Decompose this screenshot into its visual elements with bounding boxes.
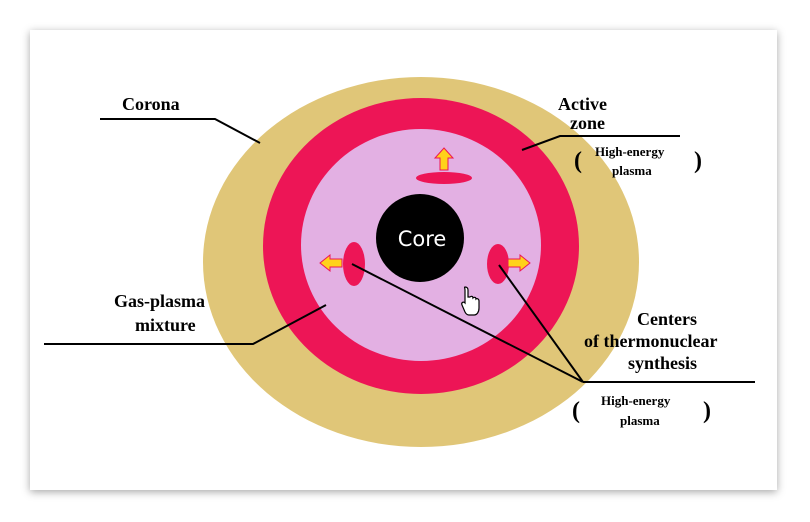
arrow-left-icon [319, 253, 343, 273]
core [376, 194, 464, 282]
paren-close-1: ) [694, 148, 702, 174]
hand-cursor-icon [461, 286, 480, 316]
paren-open-1: ( [574, 148, 582, 174]
paren-open-2: ( [572, 398, 580, 424]
arrow-up-icon [433, 147, 455, 171]
centers-label-line2: of thermonuclear [584, 331, 717, 351]
paren-close-2: ) [703, 398, 711, 424]
corona-leader-line [100, 118, 261, 144]
gas-plasma-leader-line [44, 304, 327, 345]
high-energy-label-2: High-energy [601, 393, 671, 408]
synthesis-leader-line-right [498, 264, 584, 383]
corona-label: Corona [122, 94, 180, 114]
core-label: Core [398, 227, 447, 251]
synthesis-center-right [487, 244, 509, 284]
arrow-right-icon [507, 253, 531, 273]
active-zone-label-line1: Active [558, 94, 607, 114]
synthesis-center-top [416, 172, 472, 184]
centers-label-line1: Centers [637, 309, 697, 329]
high-energy-label-1: High-energy [595, 144, 665, 159]
gas-plasma-label-line2: mixture [135, 315, 196, 335]
active-zone-label-line2: zone [570, 113, 605, 133]
active-zone-leader-line [521, 135, 680, 151]
plasma-label-2: plasma [620, 413, 660, 428]
plasma-label-1: plasma [612, 163, 652, 178]
synthesis-leader-line-left [351, 263, 584, 383]
gas-plasma-label-line1: Gas-plasma [114, 291, 205, 311]
centers-label-line3: synthesis [628, 353, 697, 373]
